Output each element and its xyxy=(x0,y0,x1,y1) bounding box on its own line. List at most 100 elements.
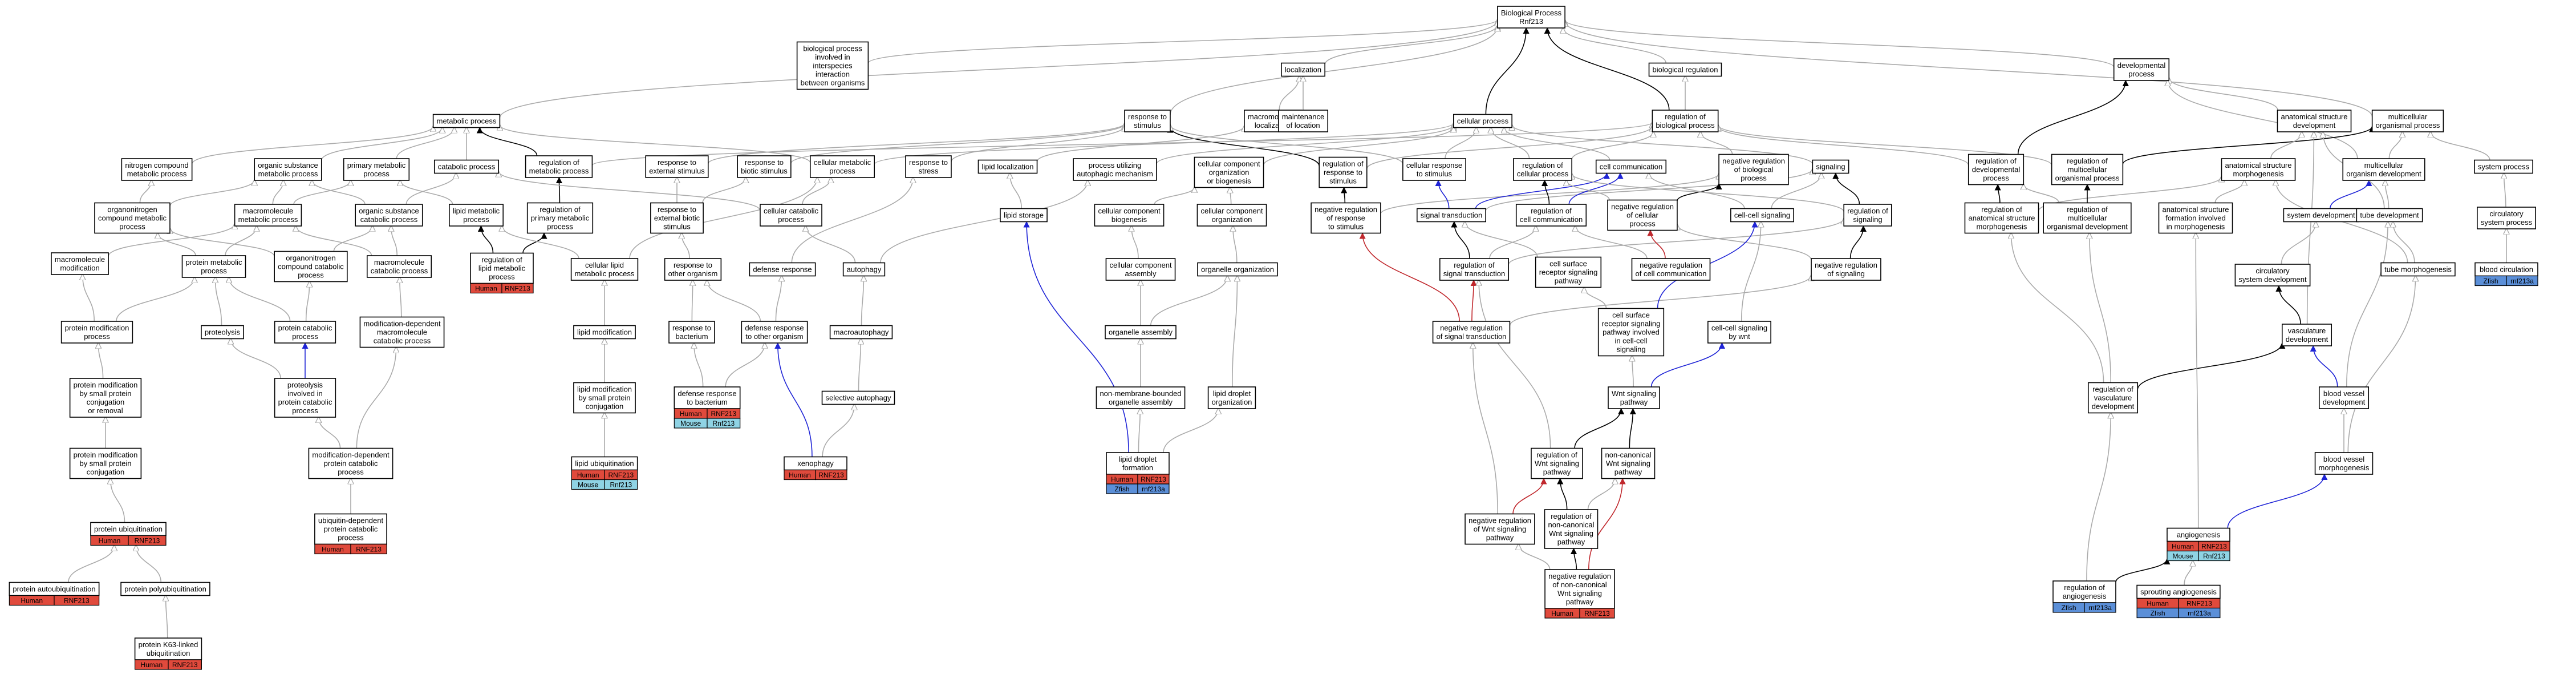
go-term-lipid-storage[interactable]: lipid storage xyxy=(1000,208,1048,223)
go-term-defense[interactable]: defense response xyxy=(749,262,816,277)
go-term-prot-polyubiq[interactable]: protein polyubiquitination xyxy=(120,582,210,596)
go-term-tube-morph[interactable]: tube morphogenesis xyxy=(2380,262,2456,277)
go-term-tube-dev[interactable]: tube development xyxy=(2356,208,2423,223)
go-term-proteolysis[interactable]: proteolysis xyxy=(201,325,244,340)
go-term-signaling[interactable]: signaling xyxy=(1812,159,1849,174)
go-term-cell-cell-sig[interactable]: cell-cell signaling xyxy=(1730,208,1794,223)
go-term-cell-comm[interactable]: cell communication xyxy=(1595,159,1667,174)
go-term-lipid-mod[interactable]: lipid modification xyxy=(573,325,636,340)
go-term-lipid-loc[interactable]: lipid localization xyxy=(977,159,1038,174)
go-term-catabolic[interactable]: catabolic process xyxy=(433,159,500,174)
go-term-metabolic[interactable]: metabolic process xyxy=(432,114,501,128)
go-term-system-dev[interactable]: system development xyxy=(2283,208,2359,223)
go-term-cellular[interactable]: cellular process xyxy=(1453,114,1512,128)
go-term-localization[interactable]: localization xyxy=(1281,62,1325,77)
go-term-macroautophagy[interactable]: macroautophagy xyxy=(829,325,893,340)
go-term-system-proc[interactable]: system process xyxy=(2474,159,2533,174)
go-term-organelle-org[interactable]: organelle organization xyxy=(1197,262,1278,277)
go-term-mod-dep-macro[interactable]: modification-dependentmacromoleculecatab… xyxy=(359,316,445,348)
go-term-autophagy[interactable]: autophagy xyxy=(842,262,886,277)
